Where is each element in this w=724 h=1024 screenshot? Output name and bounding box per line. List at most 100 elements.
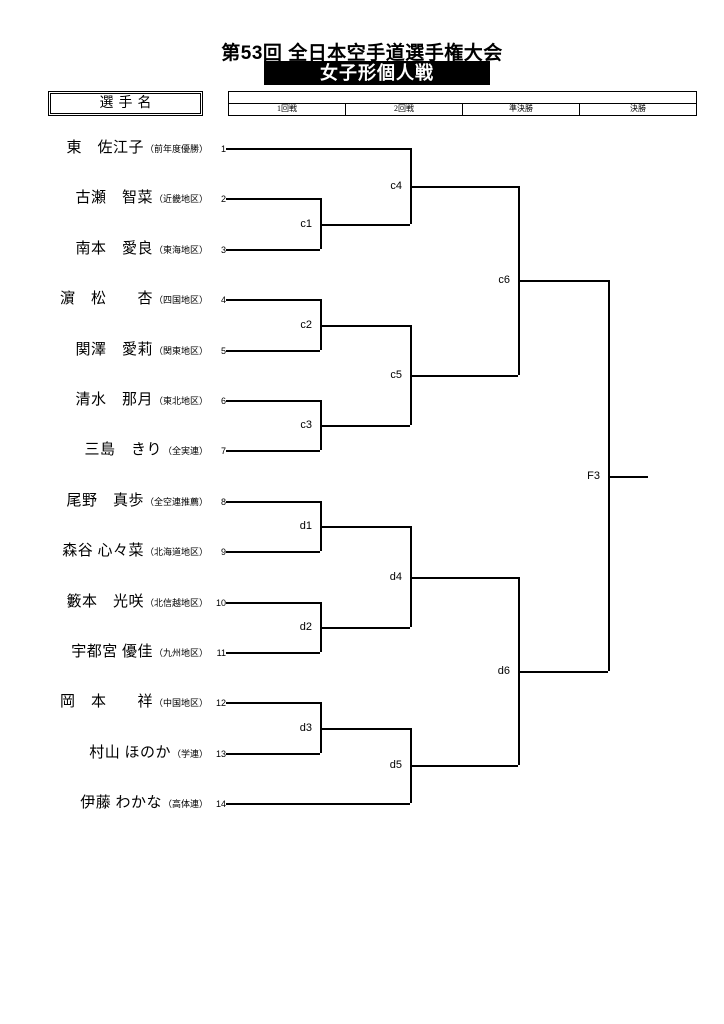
player-affiliation: （近畿地区） xyxy=(153,194,208,204)
player-name: 森谷 心々菜 xyxy=(62,543,144,559)
tournament-title: 第53回 全日本空手道選手権大会 xyxy=(221,43,503,64)
round-header-1: 1回戦 xyxy=(229,103,346,115)
seed-stub-line xyxy=(226,249,320,251)
player-seed-number: 1 xyxy=(220,144,226,154)
semifinal-feed-line xyxy=(410,765,518,768)
match-label-d4: d4 xyxy=(389,570,402,583)
player-affiliation: （四国地区） xyxy=(153,295,208,305)
player-affiliation: （東海地区） xyxy=(153,245,208,255)
player-row: 森谷 心々菜（北海道地区） 9 xyxy=(36,539,226,561)
event-title: 女子形個人戦 xyxy=(320,63,434,83)
seed-stub-line xyxy=(226,702,320,704)
player-row: 濵 松 杏（四国地区） 4 xyxy=(36,287,226,309)
player-name: 三島 きり xyxy=(84,442,162,458)
player-name-header-border xyxy=(48,91,203,116)
player-name: 古瀬 智菜 xyxy=(75,190,153,206)
match-label-d6: d6 xyxy=(497,664,510,677)
player-seed-number: 8 xyxy=(220,497,226,507)
player-seed-number: 3 xyxy=(220,245,226,255)
seed-stub-line xyxy=(226,400,320,402)
seed-stub-line xyxy=(226,551,320,553)
match-label-c6: c6 xyxy=(498,274,510,287)
seed-stub-line xyxy=(226,299,320,301)
player-row: 尾野 真歩（全空連推薦） 8 xyxy=(36,489,226,511)
match-label-c4: c4 xyxy=(390,179,402,192)
seed-stub-line xyxy=(226,652,320,654)
player-name: 濵 松 杏 xyxy=(59,291,153,307)
player-name: 清水 那月 xyxy=(75,392,153,408)
match-label-c3: c3 xyxy=(300,419,312,431)
round-header-3: 準決勝 xyxy=(463,103,580,115)
player-affiliation: （高体連） xyxy=(162,799,208,809)
seed-stub-line xyxy=(226,602,320,604)
player-row: 南本 愛良（東海地区） 3 xyxy=(36,237,226,259)
player-affiliation: （中国地区） xyxy=(153,698,208,708)
seed-stub-line xyxy=(226,350,320,352)
player-affiliation: （北信越地区） xyxy=(144,598,208,608)
round2-feed-line xyxy=(320,526,410,528)
player-seed-number: 9 xyxy=(220,547,226,557)
player-row: 伊藤 わかな（高体連） 14 xyxy=(36,791,226,813)
player-seed-number: 7 xyxy=(220,446,226,456)
match-label-c5: c5 xyxy=(390,368,402,381)
round2-feed-line xyxy=(320,223,410,226)
rounds-header-row: 1回戦 2回戦 準決勝 決勝 xyxy=(228,103,697,116)
player-row: 籔本 光咲（北信越地区） 10 xyxy=(36,590,226,612)
player-seed-number: 11 xyxy=(216,648,226,658)
player-name: 東 佐江子 xyxy=(66,140,144,156)
semifinal-feed-line xyxy=(410,185,518,188)
round-header-4: 決勝 xyxy=(630,104,646,113)
match-label-d2: d2 xyxy=(299,621,312,633)
seed-stub-line xyxy=(226,198,320,200)
player-name: 宇都宮 優佳 xyxy=(71,644,153,660)
round2-feed-line xyxy=(320,324,410,327)
player-affiliation: （全空連推薦） xyxy=(144,497,208,507)
match-label-c1: c1 xyxy=(300,217,312,230)
player-row: 古瀬 智菜（近畿地区） 2 xyxy=(36,186,226,208)
player-name: 南本 愛良 xyxy=(75,241,153,257)
seed-stub-line xyxy=(226,148,410,150)
round2-feed-line xyxy=(320,425,410,427)
player-name: 岡 本 祥 xyxy=(59,694,153,710)
player-affiliation: （前年度優勝） xyxy=(144,144,208,154)
round2-feed-line xyxy=(320,727,410,730)
player-seed-number: 13 xyxy=(215,749,226,759)
round2-feed-line xyxy=(320,627,410,629)
player-seed-number: 2 xyxy=(220,194,226,204)
player-name: 伊藤 わかな xyxy=(80,795,162,811)
semifinal-feed-line xyxy=(410,576,518,579)
player-affiliation: （学連） xyxy=(171,749,208,759)
match-label-d3: d3 xyxy=(299,721,312,734)
seed-stub-line xyxy=(226,803,410,805)
match-label-f3: F3 xyxy=(587,469,600,482)
player-name-header-label: 選手名 xyxy=(50,93,201,114)
player-affiliation: （九州地区） xyxy=(153,648,208,658)
player-row: 三島 きり（全実連） 7 xyxy=(36,438,226,460)
match-label-c2: c2 xyxy=(300,318,312,331)
player-seed-number: 14 xyxy=(215,799,226,809)
player-name: 尾野 真歩 xyxy=(66,493,144,509)
player-row: 村山 ほのか（学連） 13 xyxy=(36,741,226,763)
player-affiliation: （北海道地区） xyxy=(144,547,208,557)
seed-stub-line xyxy=(226,501,320,503)
player-affiliation: （東北地区） xyxy=(153,396,208,406)
player-row: 宇都宮 優佳（九州地区） 11 xyxy=(36,640,226,662)
player-name: 籔本 光咲 xyxy=(66,594,144,610)
player-row: 岡 本 祥（中国地区）12 xyxy=(36,690,226,712)
player-seed-number: 4 xyxy=(220,295,226,305)
event-banner-background xyxy=(264,61,490,85)
player-seed-number: 10 xyxy=(215,598,226,608)
final-feed-line xyxy=(518,670,608,673)
player-seed-number: 6 xyxy=(220,396,226,406)
final-feed-line xyxy=(518,280,608,283)
player-name: 村山 ほのか xyxy=(89,745,171,761)
match-label-d1: d1 xyxy=(299,520,312,532)
player-row: 東 佐江子（前年度優勝） 1 xyxy=(36,136,226,158)
player-name: 関澤 愛莉 xyxy=(75,342,153,358)
champion-line xyxy=(608,475,648,478)
semifinal-feed-line xyxy=(410,374,518,377)
match-label-d5: d5 xyxy=(389,759,402,772)
player-affiliation: （全実連） xyxy=(162,446,208,456)
seed-stub-line xyxy=(226,753,320,755)
player-row: 関澤 愛莉（関東地区）5 xyxy=(36,338,226,360)
